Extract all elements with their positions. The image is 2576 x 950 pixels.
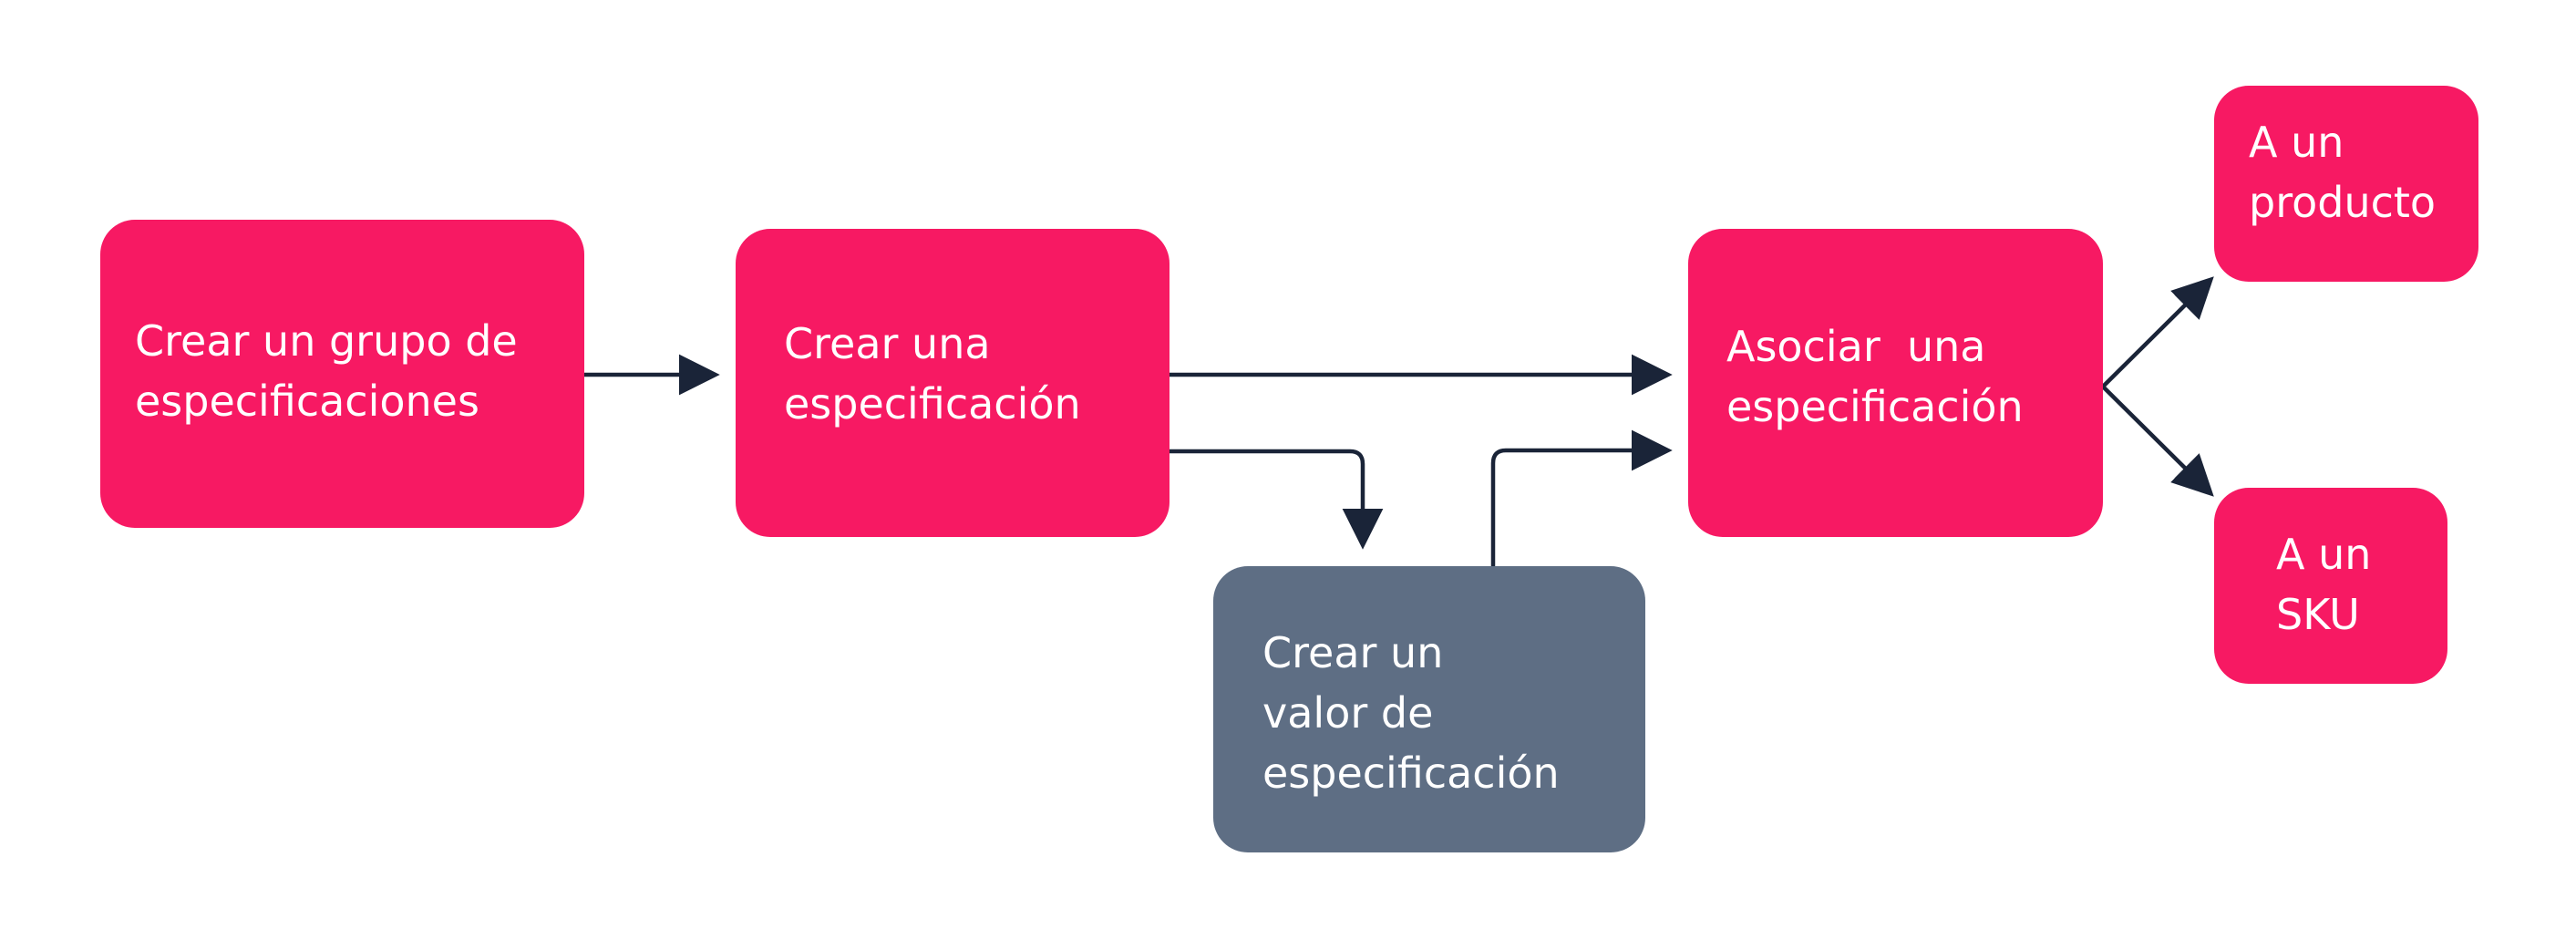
node-to-product: A un producto: [2214, 86, 2478, 282]
node-label-line: A un: [2276, 529, 2372, 579]
edge-n3-n5: [2100, 276, 2214, 389]
node-associate-spec: Asociar una especificación: [1688, 229, 2103, 537]
node-create-spec-value: Crear un valor de especificación: [1213, 566, 1645, 852]
node-label-line: A un: [2249, 117, 2344, 167]
edge-n4-n3: [1490, 429, 1673, 569]
node-create-spec-group: Crear un grupo de especificaciones: [100, 220, 584, 528]
node-label-line: especificaciones: [135, 377, 479, 426]
node-label-line: SKU: [2276, 589, 2360, 639]
node-label-line: Crear un: [1262, 628, 1444, 677]
node-label-line: Crear un grupo de: [135, 316, 518, 366]
node-create-spec: Crear una especificación: [736, 229, 1170, 537]
edge-n3-n6: [2100, 384, 2214, 497]
node-label-line: especificación: [784, 379, 1081, 429]
node-label-line: especificación: [1726, 382, 2024, 431]
node-label-line: valor de: [1262, 688, 1434, 738]
node-to-sku: A un SKU: [2214, 488, 2447, 684]
node-label-line: especificación: [1262, 749, 1560, 798]
node-label-line: producto: [2249, 177, 2437, 227]
node-label-line: Asociar una: [1726, 322, 1986, 371]
node-label-line: Crear una: [784, 319, 991, 368]
edge-n2-n4: [1167, 449, 1384, 550]
